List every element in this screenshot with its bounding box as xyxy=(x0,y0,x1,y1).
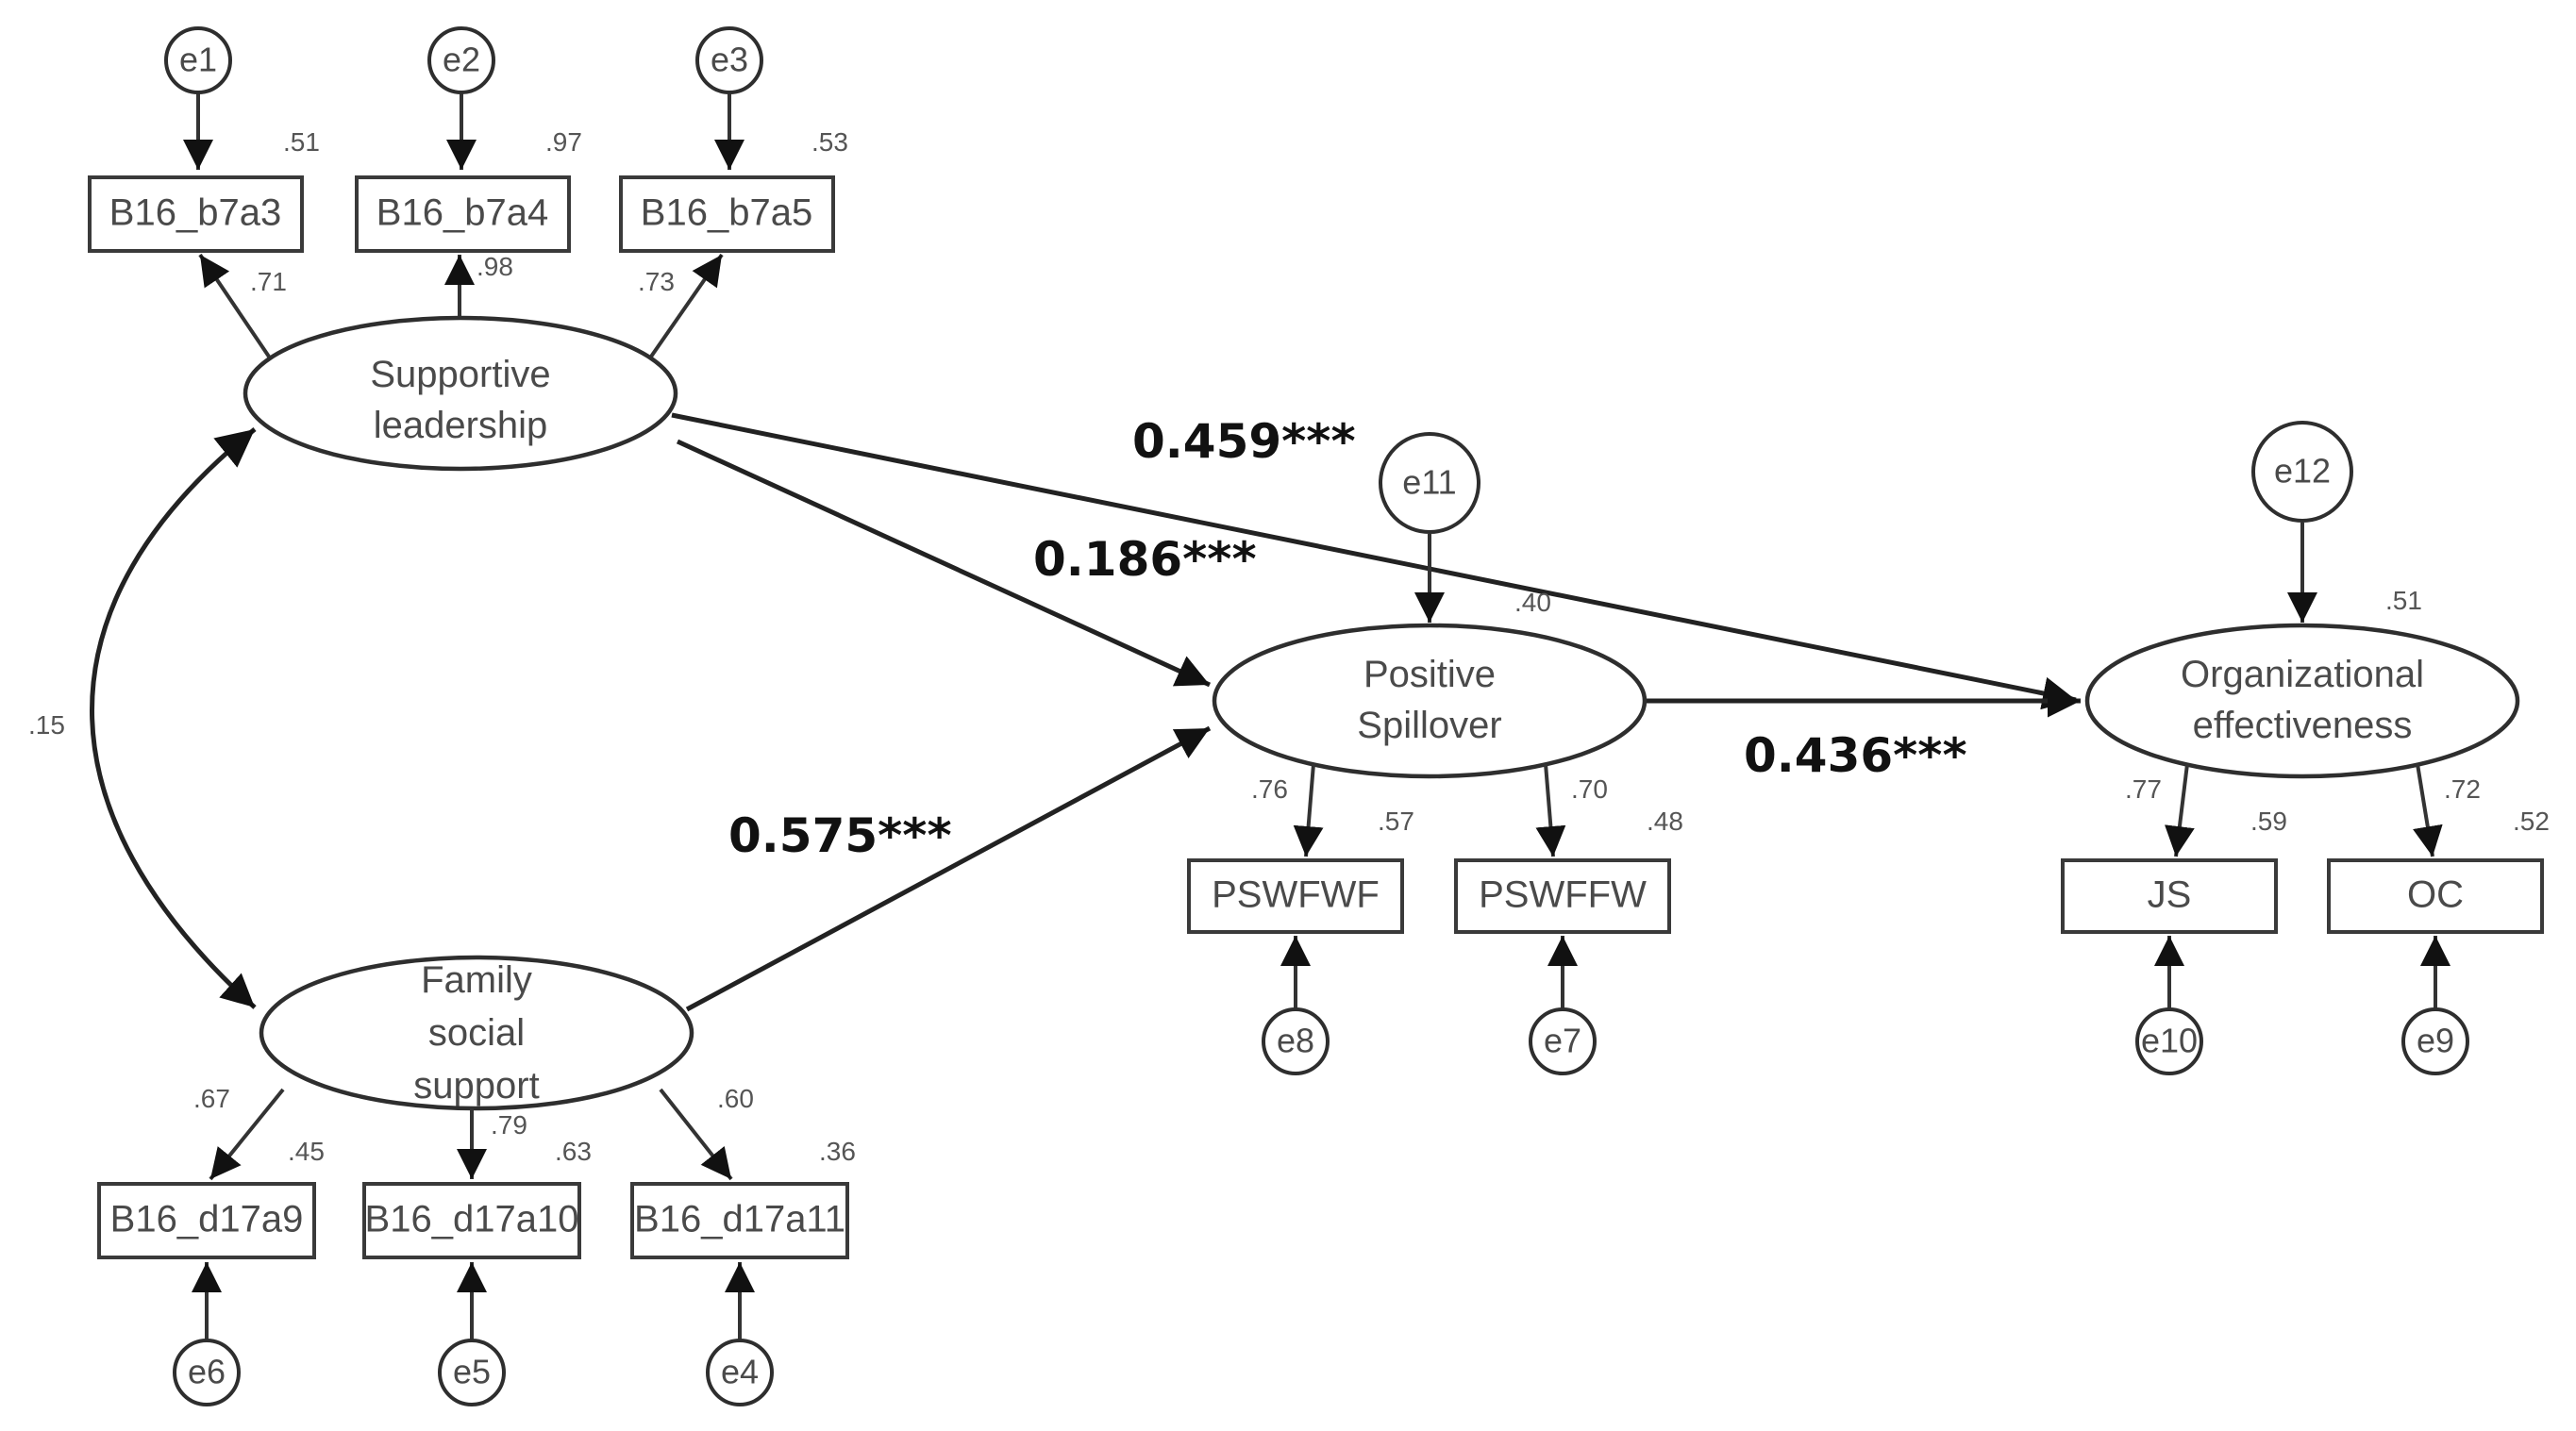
indicator-label-b7a3: B16_b7a3 xyxy=(109,192,281,234)
r2-d17a9: .45 xyxy=(288,1137,325,1166)
coef-family-to-spillover: 0.575*** xyxy=(728,808,952,863)
loading-b7a4: .98 xyxy=(477,252,513,281)
coef-spillover-to-orgeff: 0.436*** xyxy=(1744,728,1967,783)
latent-label-family-2: social xyxy=(428,1012,525,1054)
latent-label-orgeff-1: Organizational xyxy=(2181,654,2424,695)
r2-d17a10: .63 xyxy=(555,1137,592,1166)
error-circle-e6 xyxy=(173,1339,241,1406)
r2-b7a4: .97 xyxy=(545,127,582,157)
error-circle-e12 xyxy=(2251,421,2353,523)
loading-arrow-b7a3 xyxy=(198,253,271,358)
error-circle-e5 xyxy=(438,1339,506,1406)
error-label-e5: e5 xyxy=(453,1353,491,1391)
loading-arrow-b7a5 xyxy=(649,253,724,358)
error-label-e11: e11 xyxy=(1402,463,1456,502)
r2-pswfwf: .57 xyxy=(1378,807,1414,836)
latent-label-orgeff-2: effectiveness xyxy=(2193,705,2413,746)
latent-positive-spillover xyxy=(1212,623,1648,779)
indicator-box-js xyxy=(2061,858,2278,934)
error-label-e3: e3 xyxy=(711,41,748,79)
error-circle-e10 xyxy=(2135,1007,2203,1075)
r2-b7a5: .53 xyxy=(811,127,848,157)
r2-b7a3: .51 xyxy=(283,127,320,157)
loading-oc: .72 xyxy=(2444,774,2481,804)
indicator-box-pswfwf xyxy=(1187,858,1404,934)
indicator-label-d17a11: B16_d17a11 xyxy=(634,1199,845,1240)
indicator-box-pswffw xyxy=(1454,858,1671,934)
error-circle-e3 xyxy=(695,26,763,94)
loading-arrow-pswfwf xyxy=(1293,763,1324,857)
loading-pswffw: .70 xyxy=(1571,774,1608,804)
error-label-e9: e9 xyxy=(2417,1022,2454,1060)
loading-pswfwf: .76 xyxy=(1251,774,1288,804)
latent-supportive-leadership xyxy=(243,315,678,472)
error-circle-e8 xyxy=(1262,1007,1330,1075)
indicator-box-b7a4 xyxy=(355,175,571,253)
coef-supportive-to-spillover: 0.186*** xyxy=(1033,532,1257,587)
error-circle-e11 xyxy=(1379,432,1480,534)
indicator-label-b7a4: B16_b7a4 xyxy=(376,192,548,234)
r2-d17a11: .36 xyxy=(819,1137,856,1166)
loading-b7a3: .71 xyxy=(250,267,287,296)
path-family-to-spillover xyxy=(685,725,1212,1012)
loading-arrow-js xyxy=(2165,763,2195,857)
error-label-e7: e7 xyxy=(1544,1022,1581,1060)
correlation-curve xyxy=(90,427,257,1009)
latent-label-spillover-2: Spillover xyxy=(1357,705,1501,746)
indicator-box-b7a3 xyxy=(88,175,304,253)
indicator-box-d17a11 xyxy=(630,1182,849,1259)
error-label-e10: e10 xyxy=(2141,1022,2198,1060)
r2-pswffw: .48 xyxy=(1647,807,1683,836)
r2-spillover: .40 xyxy=(1514,588,1551,617)
loading-js: .77 xyxy=(2125,774,2162,804)
latent-label-family-3: support xyxy=(413,1065,539,1107)
indicator-label-pswffw: PSWFFW xyxy=(1479,874,1647,916)
indicator-label-b7a5: B16_b7a5 xyxy=(641,192,812,234)
indicator-box-oc xyxy=(2327,858,2544,934)
loading-arrow-d17a11 xyxy=(659,1088,733,1181)
error-label-e12: e12 xyxy=(2274,452,2331,491)
r2-oc: .52 xyxy=(2513,807,2550,836)
indicator-box-d17a10 xyxy=(362,1182,581,1259)
error-circle-e7 xyxy=(1529,1007,1597,1075)
loading-b7a5: .73 xyxy=(638,267,675,296)
indicator-box-b7a5 xyxy=(619,175,835,253)
latent-label-family-1: Family xyxy=(421,959,532,1001)
loading-arrow-oc xyxy=(2413,763,2443,857)
loading-d17a10: .79 xyxy=(491,1110,527,1140)
indicator-box-d17a9 xyxy=(97,1182,316,1259)
error-circle-e1 xyxy=(164,26,232,94)
error-circle-e9 xyxy=(2401,1007,2469,1075)
path-supportive-to-spillover xyxy=(676,439,1212,688)
correlation-value: .15 xyxy=(28,710,65,740)
error-label-e8: e8 xyxy=(1277,1022,1314,1060)
latent-label-supportive-1: Supportive xyxy=(370,354,550,395)
latent-family-social-support xyxy=(259,955,694,1111)
indicator-label-d17a10: B16_d17a10 xyxy=(365,1199,579,1240)
path-supportive-to-orgeff xyxy=(671,412,2077,710)
latent-label-spillover-1: Positive xyxy=(1363,654,1496,695)
error-label-e6: e6 xyxy=(188,1353,226,1391)
indicator-label-oc: OC xyxy=(2407,874,2464,916)
error-label-e4: e4 xyxy=(721,1353,759,1391)
error-circle-e2 xyxy=(427,26,495,94)
latent-organizational-effectiveness xyxy=(2084,623,2520,779)
latent-label-supportive-2: leadership xyxy=(374,405,548,446)
error-label-e2: e2 xyxy=(443,41,480,79)
loading-d17a9: .67 xyxy=(193,1084,230,1113)
error-circle-e4 xyxy=(706,1339,774,1406)
coef-supportive-to-orgeff: 0.459*** xyxy=(1132,414,1356,469)
indicator-label-d17a9: B16_d17a9 xyxy=(110,1199,304,1240)
loading-d17a11: .60 xyxy=(717,1084,754,1113)
r2-js: .59 xyxy=(2250,807,2287,836)
indicator-label-js: JS xyxy=(2148,874,2192,916)
loading-arrow-d17a9 xyxy=(209,1088,285,1181)
indicator-label-pswfwf: PSWFWF xyxy=(1212,874,1380,916)
r2-orgeff: .51 xyxy=(2385,586,2422,615)
loading-arrow-pswffw xyxy=(1535,763,1566,857)
error-label-e1: e1 xyxy=(179,41,217,79)
